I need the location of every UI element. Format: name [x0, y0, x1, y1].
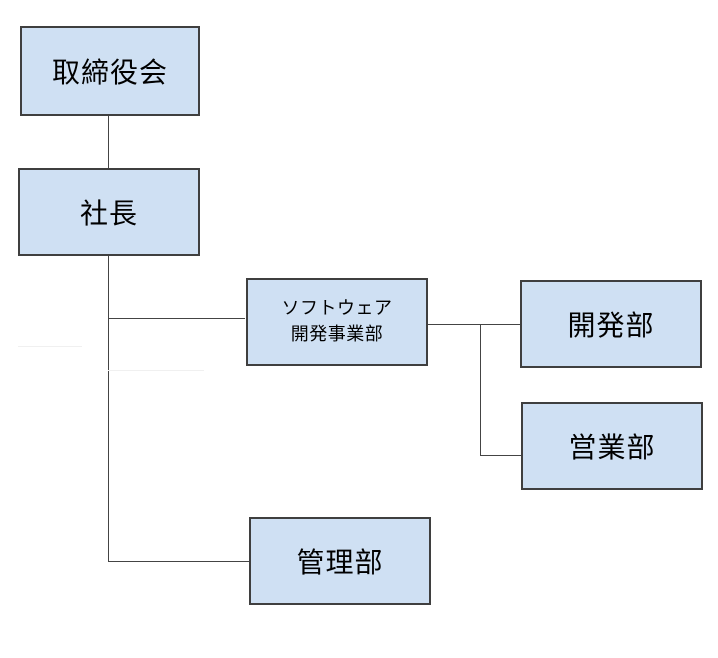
connector-board-president [108, 116, 109, 168]
sales-dept-label: 営業部 [568, 431, 656, 464]
connector-branch-sales [480, 455, 522, 456]
connector-trunk-management [108, 561, 250, 562]
sales-dept-box[interactable]: 営業部 [521, 402, 703, 490]
software-division-label-line1: ソフトウェア [281, 298, 393, 319]
development-dept-label: 開発部 [567, 309, 655, 342]
president-label: 社長 [79, 197, 138, 230]
board-of-directors-box[interactable]: 取締役会 [20, 26, 200, 116]
management-dept-label: 管理部 [296, 546, 384, 579]
faint-divider [18, 346, 82, 347]
connector-trunk-software-division [108, 318, 245, 319]
president-box[interactable]: 社長 [18, 168, 200, 256]
software-division-label-line2: 開発事業部 [290, 324, 384, 345]
faint-divider [108, 370, 204, 371]
connector-software-division-branch [428, 324, 520, 325]
development-dept-box[interactable]: 開発部 [520, 280, 702, 368]
connector-president-trunk [108, 256, 109, 562]
software-division-box[interactable]: ソフトウェア 開発事業部 [246, 278, 428, 366]
board-of-directors-label: 取締役会 [51, 56, 168, 89]
connector-branch-vertical [480, 324, 481, 455]
management-dept-box[interactable]: 管理部 [249, 517, 431, 605]
